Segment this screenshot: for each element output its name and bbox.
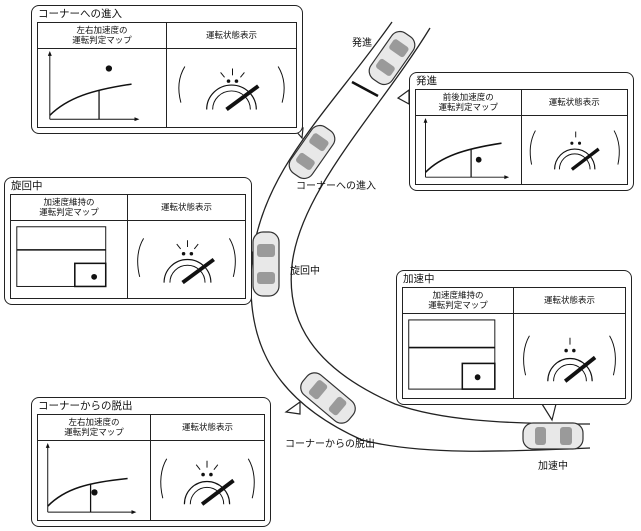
info-panel: 前後加速度の運転判定マップ 運転状態表示 bbox=[415, 89, 628, 185]
status-display bbox=[167, 49, 296, 127]
tail-corner-exit bbox=[284, 400, 301, 415]
callout-title: 発進 bbox=[416, 75, 437, 87]
status-display bbox=[522, 116, 628, 184]
status-display bbox=[514, 314, 625, 398]
callout-start: 発進 前後加速度の運転判定マップ 運転状態表示 bbox=[409, 72, 634, 191]
info-panel: 加速度維持の運転判定マップ 運転状態表示 bbox=[10, 194, 246, 299]
callout-title: 加速中 bbox=[403, 273, 435, 285]
callout-acceleration: 加速中 加速度維持の運転判定マップ 運転状態表示 bbox=[396, 270, 632, 405]
map-title: 前後加速度の運転判定マップ bbox=[416, 90, 522, 116]
display-title: 運転状態表示 bbox=[128, 195, 245, 221]
map-title: 加速度維持の運転判定マップ bbox=[11, 195, 128, 221]
info-panel: 左右加速度の運転判定マップ 運転状態表示 bbox=[37, 414, 265, 521]
road-label-turning: 旋回中 bbox=[290, 266, 320, 277]
judgement-map bbox=[11, 221, 128, 298]
car-icon-corner-entry bbox=[288, 124, 336, 180]
road-label-corner-entry: コーナーへの進入 bbox=[296, 181, 376, 192]
display-title: 運転状態表示 bbox=[151, 415, 264, 441]
display-title: 運転状態表示 bbox=[514, 288, 625, 314]
judgement-map bbox=[38, 441, 151, 520]
road-label-corner-exit: コーナーからの脱出 bbox=[285, 439, 375, 450]
map-title: 左右加速度の運転判定マップ bbox=[38, 415, 151, 441]
callout-title: 旋回中 bbox=[11, 180, 43, 192]
info-panel: 加速度維持の運転判定マップ 運転状態表示 bbox=[402, 287, 626, 399]
callout-corner-exit: コーナーからの脱出 左右加速度の運転判定マップ 運転状態表示 bbox=[31, 397, 271, 527]
road-inner-line bbox=[290, 27, 591, 425]
car-icon-turning bbox=[252, 231, 280, 297]
start-line bbox=[351, 80, 379, 98]
judgement-map bbox=[403, 314, 514, 398]
car-icon-corner-exit bbox=[300, 372, 356, 424]
road-label-acceleration: 加速中 bbox=[538, 461, 568, 472]
car-icon-acceleration bbox=[522, 422, 584, 450]
road-label-start: 発進 bbox=[352, 38, 372, 49]
map-title: 左右加速度の運転判定マップ bbox=[38, 23, 167, 49]
road-outer-line bbox=[250, 21, 591, 452]
judgement-map bbox=[38, 49, 167, 127]
display-title: 運転状態表示 bbox=[167, 23, 296, 49]
judgement-map bbox=[416, 116, 522, 184]
info-panel: 左右加速度の運転判定マップ 運転状態表示 bbox=[37, 22, 297, 128]
map-title: 加速度維持の運転判定マップ bbox=[403, 288, 514, 314]
car-icon-start bbox=[368, 30, 416, 86]
callout-title: コーナーへの進入 bbox=[38, 8, 122, 20]
callout-corner-entry: コーナーへの進入 左右加速度の運転判定マップ 運転状態表示 bbox=[31, 5, 303, 134]
tail-acceleration bbox=[540, 403, 557, 422]
callout-turning: 旋回中 加速度維持の運転判定マップ 運転状態表示 bbox=[4, 177, 252, 305]
callout-title: コーナーからの脱出 bbox=[38, 400, 133, 412]
status-display bbox=[151, 441, 264, 520]
status-display bbox=[128, 221, 245, 298]
tail-start bbox=[396, 88, 410, 106]
display-title: 運転状態表示 bbox=[521, 90, 627, 116]
